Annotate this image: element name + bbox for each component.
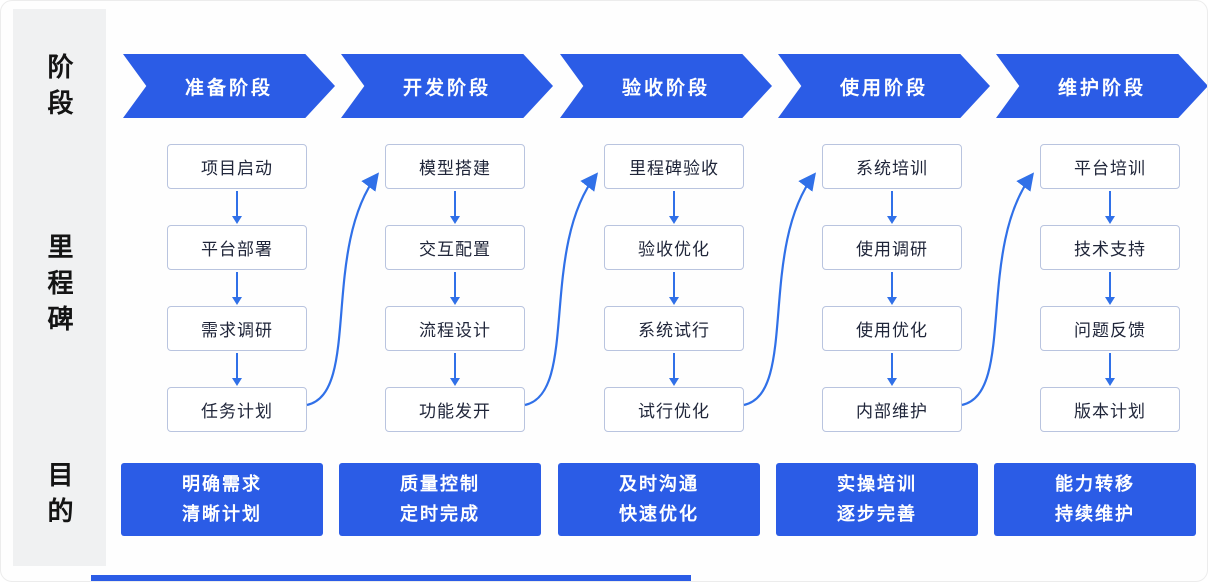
bottom-progress-bar	[91, 575, 691, 581]
purpose-box-4: 实操培训 逐步完善	[776, 463, 978, 536]
milestone-box: 需求调研	[167, 306, 307, 351]
purpose-box-3: 及时沟通 快速优化	[558, 463, 760, 536]
down-arrow-icon	[1105, 272, 1115, 305]
milestone-box: 流程设计	[385, 306, 525, 351]
down-arrow-icon	[887, 353, 897, 386]
milestone-box: 功能发开	[385, 387, 525, 432]
milestone-box: 系统培训	[822, 144, 962, 189]
down-arrow-icon	[669, 191, 679, 224]
phase-banner-1: 准备阶段	[123, 54, 335, 118]
milestone-box: 系统试行	[604, 306, 744, 351]
row-label-purpose-text: 目的	[44, 461, 74, 533]
down-arrow-icon	[232, 272, 242, 305]
row-label-sidebar	[13, 9, 106, 566]
purpose-line: 定时完成	[400, 503, 480, 524]
purpose-line: 持续维护	[1055, 503, 1135, 524]
milestone-box: 问题反馈	[1040, 306, 1180, 351]
milestone-box: 技术支持	[1040, 225, 1180, 270]
down-arrow-icon	[1105, 191, 1115, 224]
purpose-line: 实操培训	[837, 473, 917, 494]
down-arrow-icon	[450, 272, 460, 305]
milestone-box: 试行优化	[604, 387, 744, 432]
down-arrow-icon	[450, 353, 460, 386]
phase-column-5: 维护阶段 平台培训 技术支持 问题反馈 版本计划 能力转移 持续维护	[994, 1, 1207, 581]
milestone-box: 项目启动	[167, 144, 307, 189]
milestone-box: 里程碑验收	[604, 144, 744, 189]
phase-column-2: 开发阶段 模型搭建 交互配置 流程设计 功能发开 质量控制 定时完成	[339, 1, 553, 581]
phase-column-1: 准备阶段 项目启动 平台部署 需求调研 任务计划 明确需求 清晰计划	[121, 1, 335, 581]
purpose-box-5: 能力转移 持续维护	[994, 463, 1196, 536]
purpose-box-1: 明确需求 清晰计划	[121, 463, 323, 536]
milestone-box: 交互配置	[385, 225, 525, 270]
milestone-box: 模型搭建	[385, 144, 525, 189]
down-arrow-icon	[450, 191, 460, 224]
row-label-milestone-text: 里程碑	[44, 233, 74, 341]
purpose-line: 明确需求	[182, 473, 262, 494]
milestone-box: 平台培训	[1040, 144, 1180, 189]
purpose-line: 及时沟通	[619, 473, 699, 494]
down-arrow-icon	[887, 272, 897, 305]
row-label-purpose: 目的	[13, 461, 106, 533]
purpose-line: 逐步完善	[837, 503, 917, 524]
down-arrow-icon	[669, 272, 679, 305]
down-arrow-icon	[1105, 353, 1115, 386]
phase-banner-3: 验收阶段	[560, 54, 772, 118]
milestone-box: 验收优化	[604, 225, 744, 270]
milestone-box: 使用调研	[822, 225, 962, 270]
phase-banner-4: 使用阶段	[778, 54, 990, 118]
purpose-line: 清晰计划	[182, 503, 262, 524]
purpose-line: 质量控制	[400, 473, 480, 494]
down-arrow-icon	[232, 353, 242, 386]
milestone-box: 内部维护	[822, 387, 962, 432]
down-arrow-icon	[887, 191, 897, 224]
down-arrow-icon	[669, 353, 679, 386]
phase-banner-5: 维护阶段	[996, 54, 1207, 118]
milestone-box: 版本计划	[1040, 387, 1180, 432]
row-label-phase: 阶段	[13, 53, 106, 125]
row-label-phase-text: 阶段	[44, 53, 74, 125]
purpose-line: 快速优化	[619, 503, 699, 524]
purpose-line: 能力转移	[1055, 473, 1135, 494]
milestone-box: 使用优化	[822, 306, 962, 351]
down-arrow-icon	[232, 191, 242, 224]
milestone-box: 任务计划	[167, 387, 307, 432]
row-label-milestone: 里程碑	[13, 233, 106, 341]
phase-column-4: 使用阶段 系统培训 使用调研 使用优化 内部维护 实操培训 逐步完善	[776, 1, 990, 581]
purpose-box-2: 质量控制 定时完成	[339, 463, 541, 536]
phase-column-3: 验收阶段 里程碑验收 验收优化 系统试行 试行优化 及时沟通 快速优化	[558, 1, 772, 581]
phase-banner-2: 开发阶段	[341, 54, 553, 118]
milestone-box: 平台部署	[167, 225, 307, 270]
